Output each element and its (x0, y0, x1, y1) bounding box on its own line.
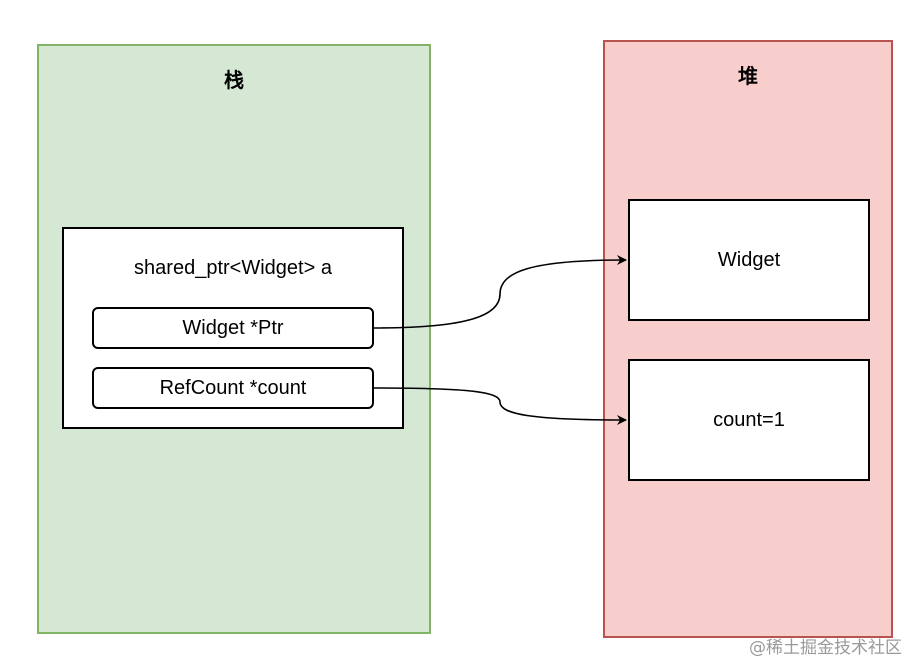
heap-region: 堆 (603, 40, 893, 638)
widget-block: Widget (628, 199, 870, 321)
widget-ptr-label: Widget *Ptr (182, 316, 284, 339)
widget-block-label: Widget (717, 248, 781, 271)
refcount-ptr-field: RefCount *count (92, 367, 374, 409)
heap-title: 堆 (738, 64, 758, 88)
refcount-ptr-label: RefCount *count (159, 376, 307, 399)
count-block: count=1 (628, 359, 870, 481)
stack-title: 栈 (224, 68, 244, 92)
watermark: @稀土掘金技术社区 (749, 638, 902, 658)
shared-ptr-title: shared_ptr<Widget> a (134, 257, 332, 279)
widget-ptr-field: Widget *Ptr (92, 307, 374, 349)
count-block-label: count=1 (713, 408, 785, 431)
